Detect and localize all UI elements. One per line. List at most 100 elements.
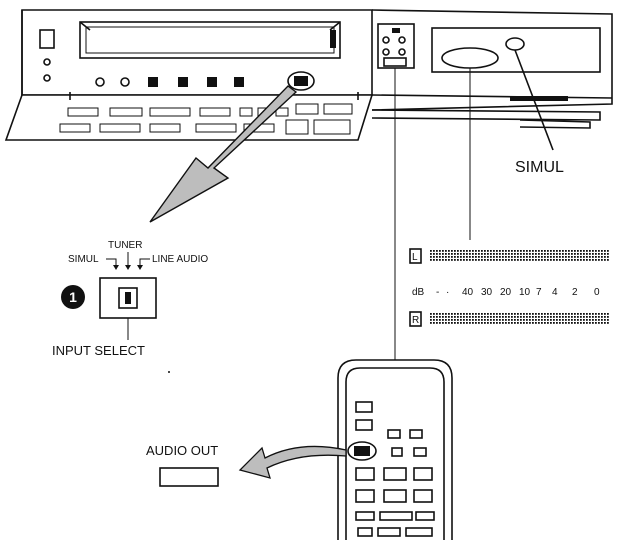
meter-segment bbox=[493, 313, 495, 315]
remote-button[interactable] bbox=[377, 527, 401, 537]
meter-segment bbox=[439, 322, 441, 324]
meter-segment bbox=[595, 313, 597, 315]
remote-button[interactable] bbox=[405, 527, 433, 537]
remote-button[interactable] bbox=[355, 419, 373, 431]
meter-segment bbox=[472, 316, 474, 318]
meter-segment bbox=[445, 313, 447, 315]
meter-segment bbox=[532, 256, 534, 258]
meter-segment bbox=[451, 319, 453, 321]
meter-segment bbox=[460, 256, 462, 258]
meter-segment bbox=[472, 250, 474, 252]
meter-segment bbox=[514, 313, 516, 315]
meter-segment bbox=[535, 316, 537, 318]
remote-button[interactable] bbox=[413, 489, 433, 503]
step-marker bbox=[61, 285, 85, 309]
meter-segment bbox=[436, 259, 438, 261]
meter-segment bbox=[439, 250, 441, 252]
meter-segment bbox=[508, 253, 510, 255]
meter-segment bbox=[577, 253, 579, 255]
meter-segment bbox=[430, 322, 432, 324]
meter-segment bbox=[541, 250, 543, 252]
remote-button[interactable] bbox=[383, 489, 407, 503]
remote-button[interactable] bbox=[379, 511, 413, 521]
meter-segment bbox=[508, 250, 510, 252]
meter-segment bbox=[574, 319, 576, 321]
remote-button[interactable] bbox=[355, 511, 375, 521]
meter-segment bbox=[502, 313, 504, 315]
meter-segment bbox=[478, 319, 480, 321]
remote-button[interactable] bbox=[413, 447, 427, 457]
remote-button[interactable] bbox=[355, 467, 375, 481]
meter-segment bbox=[553, 319, 555, 321]
remote-button[interactable] bbox=[355, 401, 373, 413]
meter-segment bbox=[484, 313, 486, 315]
remote-button[interactable] bbox=[409, 429, 423, 439]
meter-scale-tick: 4 bbox=[552, 287, 558, 298]
remote-button[interactable] bbox=[387, 429, 401, 439]
meter-segment bbox=[607, 322, 609, 324]
meter-segment bbox=[469, 313, 471, 315]
meter-segment bbox=[505, 316, 507, 318]
cassette-slot[interactable] bbox=[79, 21, 341, 59]
meter-segment bbox=[454, 253, 456, 255]
meter-segment bbox=[505, 256, 507, 258]
meter-segment bbox=[433, 313, 435, 315]
meter-segment bbox=[439, 259, 441, 261]
meter-segment bbox=[598, 250, 600, 252]
remote-button[interactable] bbox=[391, 447, 403, 457]
meter-segment bbox=[442, 259, 444, 261]
meter-segment bbox=[535, 250, 537, 252]
meter-segment bbox=[601, 319, 603, 321]
meter-segment bbox=[466, 316, 468, 318]
meter-segment bbox=[457, 313, 459, 315]
remote-button[interactable] bbox=[413, 467, 433, 481]
meter-segment bbox=[493, 322, 495, 324]
power-button[interactable] bbox=[39, 29, 55, 49]
meter-segment bbox=[490, 322, 492, 324]
meter-segment bbox=[460, 322, 462, 324]
meter-segment bbox=[562, 319, 564, 321]
meter-segment bbox=[463, 313, 465, 315]
meter-segment bbox=[487, 313, 489, 315]
meter-segment bbox=[607, 250, 609, 252]
remote-button[interactable] bbox=[355, 489, 375, 503]
meter-segment bbox=[502, 250, 504, 252]
meter-segment bbox=[475, 259, 477, 261]
meter-segment bbox=[586, 259, 588, 261]
remote-button[interactable] bbox=[383, 467, 407, 481]
meter-segment bbox=[490, 316, 492, 318]
meter-segment bbox=[607, 256, 609, 258]
meter-segment bbox=[553, 313, 555, 315]
meter-segment bbox=[442, 313, 444, 315]
audio-out-button[interactable] bbox=[354, 446, 370, 456]
meter-segment bbox=[502, 319, 504, 321]
meter-segment bbox=[451, 322, 453, 324]
meter-segment bbox=[520, 319, 522, 321]
meter-segment bbox=[535, 256, 537, 258]
meter-segment bbox=[547, 256, 549, 258]
meter-segment bbox=[487, 259, 489, 261]
meter-segment bbox=[526, 250, 528, 252]
meter-segment bbox=[577, 256, 579, 258]
meter-segment bbox=[454, 256, 456, 258]
meter-segment bbox=[478, 250, 480, 252]
simul-pointer-line bbox=[514, 49, 554, 151]
meter-segment bbox=[445, 322, 447, 324]
remote-button[interactable] bbox=[415, 511, 435, 521]
meter-segment bbox=[439, 253, 441, 255]
meter-segment bbox=[529, 250, 531, 252]
meter-segment bbox=[508, 259, 510, 261]
meter-segment bbox=[508, 322, 510, 324]
meter-segment bbox=[553, 259, 555, 261]
meter-segment bbox=[499, 250, 501, 252]
meter-segment bbox=[514, 256, 516, 258]
remote-button[interactable] bbox=[357, 527, 373, 537]
input-select-location[interactable] bbox=[287, 71, 315, 91]
meter-segment bbox=[433, 253, 435, 255]
meter-segment bbox=[502, 322, 504, 324]
meter-segment bbox=[580, 250, 582, 252]
meter-segment bbox=[577, 322, 579, 324]
meter-segment bbox=[499, 253, 501, 255]
meter-segment bbox=[526, 316, 528, 318]
